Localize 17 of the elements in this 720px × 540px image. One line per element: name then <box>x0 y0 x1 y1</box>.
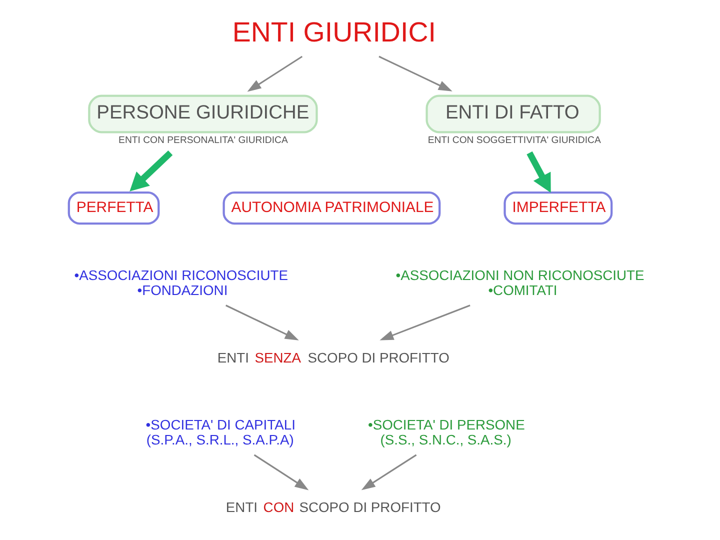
node-label: ENTI CON PERSONALITA' GIURIDICA <box>118 135 288 146</box>
arrow <box>380 304 470 340</box>
node-text: •ASSOCIAZIONI RICONOSCIUTE •FONDAZIONI <box>74 267 288 298</box>
node-label: ENTI CON SOGGETTIVITA' GIURIDICA <box>428 135 601 146</box>
arrow <box>526 151 551 193</box>
node-text: •SOCIETA' DI CAPITALI (S.P.A., S.R.L., S.A.P.A) <box>146 416 296 448</box>
arrow <box>361 454 417 490</box>
arrow <box>226 304 299 340</box>
node-text: •SOCIETA' DI PERSONE (S.S., S.N.C., S.A.S.) <box>368 416 525 448</box>
node-text: •ASSOCIAZIONI NON RICONOSCIUTE •COMITATI <box>396 267 644 298</box>
arrow <box>254 454 309 490</box>
arrow <box>378 56 452 92</box>
node-text: ENTI CON SCOPO DI PROFITTO <box>226 498 441 515</box>
node-text: ENTI GIURIDICI <box>232 16 436 48</box>
arrow <box>130 150 173 192</box>
arrow <box>247 56 303 92</box>
node-text: ENTI SENZA SCOPO DI PROFITTO <box>217 349 450 366</box>
